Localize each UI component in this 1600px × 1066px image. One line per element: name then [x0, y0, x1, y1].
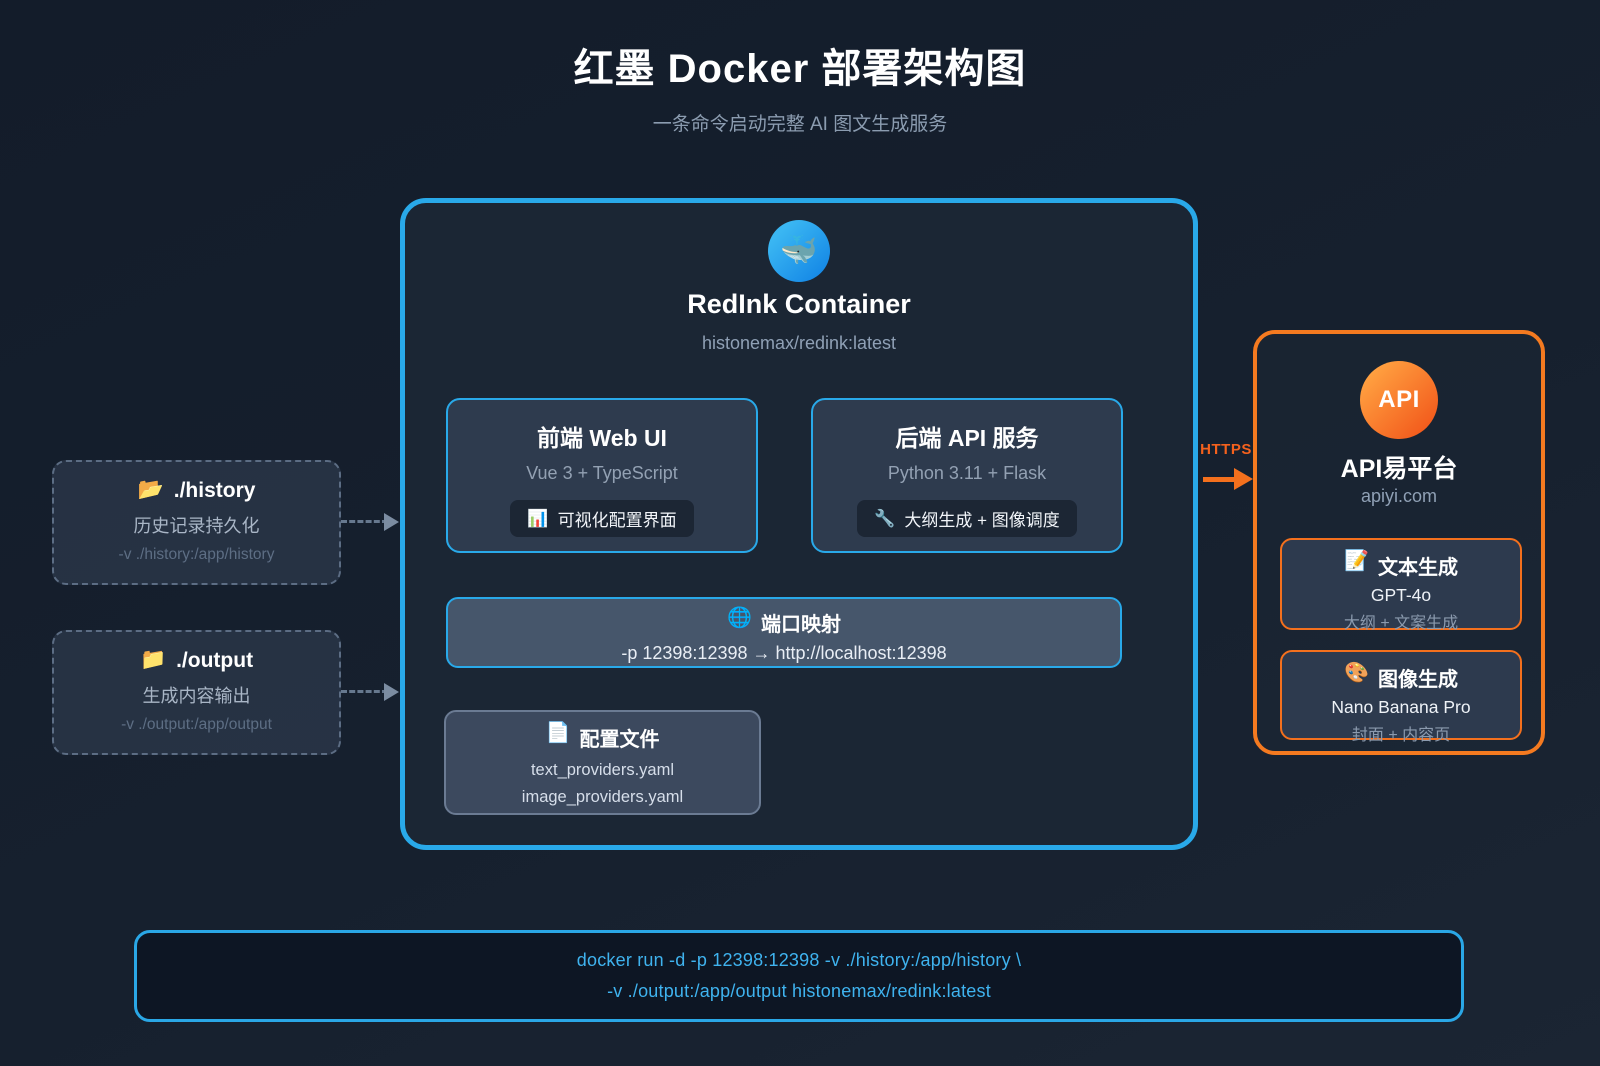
output-connector-line	[341, 690, 388, 693]
document-icon: 📄	[545, 722, 571, 744]
frontend-stack: Vue 3 + TypeScript	[526, 463, 678, 483]
platform-domain: apiyi.com	[1360, 486, 1438, 506]
https-connector-line	[1203, 477, 1239, 482]
image-generation-box: 🎨 图像生成 Nano Banana Pro 封面 + 内容页	[1280, 650, 1522, 744]
redink-container-box: 🐳 RedInk Container histonemax/redink:lat…	[400, 198, 1198, 850]
config-file-image-providers: image_providers.yaml	[521, 788, 684, 806]
port-mapping-detail: -p 12398:12398 → http://localhost:12398	[621, 643, 947, 663]
port-mapping-label: 端口映射	[760, 614, 841, 636]
https-label: HTTPS	[1200, 441, 1252, 458]
frontend-feature-chip: 📊 可视化配置界面	[510, 500, 694, 537]
config-file-text-providers: text_providers.yaml	[530, 761, 675, 779]
docker-whale-icon: 🐳	[768, 220, 830, 282]
history-connector-line	[341, 520, 388, 523]
frontend-box: 前端 Web UI Vue 3 + TypeScript 📊 可视化配置界面	[446, 398, 758, 553]
frontend-chip-label: 可视化配置界面	[557, 511, 677, 530]
docker-command-line-1: docker run -d -p 12398:12398 -v ./histor…	[576, 950, 1022, 970]
text-generation-box: 📝 文本生成 GPT-4o 大纲 + 文案生成	[1280, 538, 1522, 632]
palette-icon: 🎨	[1344, 662, 1369, 684]
page-title: 红墨 Docker 部署架构图	[573, 47, 1027, 91]
page-subtitle: 一条命令启动完整 AI 图文生成服务	[652, 114, 948, 135]
api-badge-label: API	[1378, 386, 1420, 413]
image-generation-label: 图像生成	[1377, 669, 1458, 691]
api-badge-icon: API	[1360, 361, 1438, 439]
container-title: RedInk Container	[687, 289, 911, 319]
api-platform-box: API API易平台 apiyi.com 📝 文本生成 GPT-4o 大纲 + …	[1253, 330, 1545, 755]
folder-icon: 📁	[139, 648, 167, 671]
backend-title: 后端 API 服务	[895, 425, 1039, 451]
backend-feature-chip: 🔧 大纲生成 + 图像调度	[857, 500, 1077, 537]
memo-icon: 📝	[1344, 550, 1369, 572]
history-volume-mount: -v ./history:/app/history	[118, 546, 275, 563]
output-connector-arrow-icon	[384, 683, 399, 701]
history-volume-title: 📂 ./history	[54, 479, 339, 503]
output-volume-path: ./output	[176, 649, 254, 672]
image-generation-desc: 封面 + 内容页	[1351, 727, 1451, 744]
diagram-header: 红墨 Docker 部署架构图 一条命令启动完整 AI 图文生成服务	[0, 36, 1600, 136]
backend-box: 后端 API 服务 Python 3.11 + Flask 🔧 大纲生成 + 图…	[811, 398, 1123, 553]
port-mapping-title: 🌐 端口映射	[448, 608, 1120, 637]
container-image-name: histonemax/redink:latest	[701, 333, 897, 353]
docker-command-box: docker run -d -p 12398:12398 -v ./histor…	[134, 930, 1464, 1022]
bar-chart-icon: 📊	[527, 509, 549, 528]
https-arrow-icon	[1234, 468, 1253, 490]
image-generation-model: Nano Banana Pro	[1331, 697, 1471, 717]
backend-stack: Python 3.11 + Flask	[887, 463, 1047, 483]
config-files-label: 配置文件	[579, 729, 660, 751]
image-generation-title: 🎨 图像生成	[1282, 663, 1520, 692]
globe-icon: 🌐	[727, 607, 752, 629]
text-generation-label: 文本生成	[1377, 557, 1458, 579]
output-volume-box: 📁 ./output 生成内容输出 -v ./output:/app/outpu…	[52, 630, 341, 755]
wrench-icon: 🔧	[874, 509, 896, 528]
history-volume-desc: 历史记录持久化	[133, 516, 260, 536]
platform-title: API易平台	[1340, 455, 1458, 483]
folder-open-icon: 📂	[137, 478, 164, 501]
history-connector-arrow-icon	[384, 513, 399, 531]
frontend-title: 前端 Web UI	[537, 425, 667, 451]
history-volume-box: 📂 ./history 历史记录持久化 -v ./history:/app/hi…	[52, 460, 341, 585]
docker-command-line-2: -v ./output:/app/output histonemax/redin…	[607, 981, 991, 1001]
config-files-box: 📄 配置文件 text_providers.yaml image_provide…	[444, 710, 761, 815]
backend-chip-label: 大纲生成 + 图像调度	[904, 511, 1060, 530]
output-volume-title: 📁 ./output	[54, 649, 339, 673]
text-generation-desc: 大纲 + 文案生成	[1343, 615, 1459, 632]
text-generation-title: 📝 文本生成	[1282, 551, 1520, 580]
output-volume-desc: 生成内容输出	[142, 686, 251, 706]
text-generation-model: GPT-4o	[1370, 585, 1432, 605]
output-volume-mount: -v ./output:/app/output	[121, 716, 272, 733]
config-files-title: 📄 配置文件	[446, 723, 759, 752]
whale-emoji: 🐳	[780, 234, 818, 267]
port-mapping-box: 🌐 端口映射 -p 12398:12398 → http://localhost…	[446, 597, 1122, 668]
history-volume-path: ./history	[173, 479, 256, 502]
